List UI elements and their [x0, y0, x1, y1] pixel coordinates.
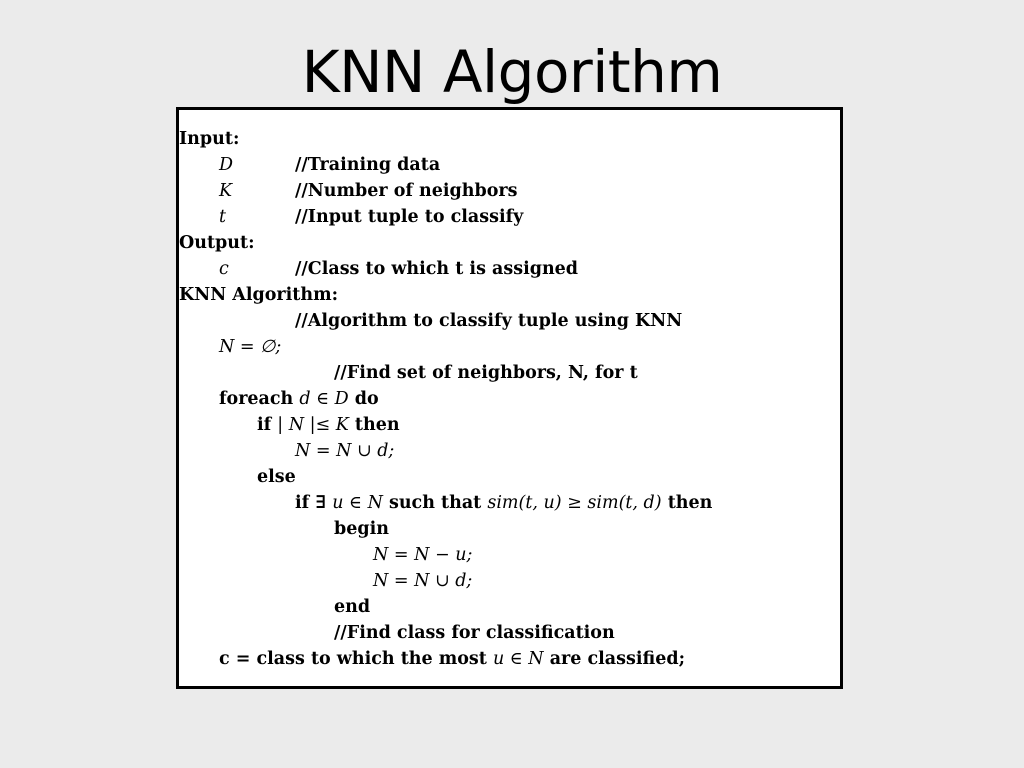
input-label: Input: — [179, 129, 240, 149]
find-class-comment: //Find class for classification — [334, 623, 615, 643]
output-label: Output: — [179, 233, 255, 253]
init-statement: N = ∅; — [219, 337, 282, 357]
union-statement: N = N ∪ d; — [295, 441, 395, 461]
input-symbol-t: t — [219, 207, 227, 227]
output-symbol-c: c — [219, 259, 229, 279]
begin-keyword: begin — [334, 519, 389, 539]
algorithm-comment: //Algorithm to classify tuple using KNN — [295, 311, 683, 331]
input-symbol-k: K — [219, 181, 233, 201]
final-statement: c = class to which the most u ∈ N are cl… — [219, 649, 686, 669]
if-line: if | N |≤ K then — [257, 415, 400, 435]
algorithm-box: Input: D //Training data K //Number of n… — [176, 107, 843, 689]
end-keyword: end — [334, 597, 371, 617]
slide-title: KNN Algorithm — [301, 38, 723, 106]
algorithm-label: KNN Algorithm: — [179, 285, 339, 305]
foreach-line: foreach d ∈ D do — [219, 389, 379, 409]
output-comment-c: //Class to which t is assigned — [295, 259, 579, 279]
input-comment-k: //Number of neighbors — [295, 181, 518, 201]
input-symbol-d: D — [219, 155, 234, 175]
find-neighbors-comment: //Find set of neighbors, N, for t — [334, 363, 638, 383]
input-comment-t: //Input tuple to classify — [295, 207, 524, 227]
remove-statement: N = N − u; — [373, 545, 473, 565]
input-comment-d: //Training data — [295, 155, 441, 175]
union-statement-2: N = N ∪ d; — [373, 571, 473, 591]
exists-line: if ∃ u ∈ N such that sim(t, u) ≥ sim(t, … — [295, 493, 713, 513]
else-keyword: else — [257, 467, 296, 487]
